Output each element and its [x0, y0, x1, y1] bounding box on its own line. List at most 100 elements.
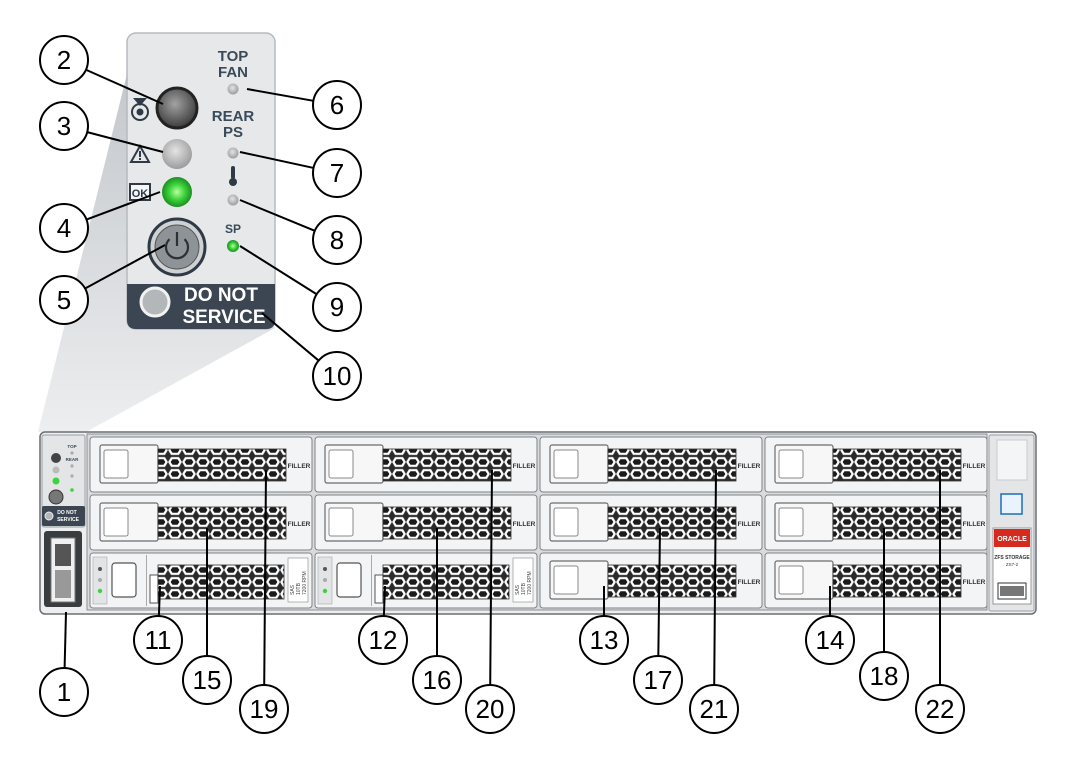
callout-leader-line [157, 585, 161, 617]
top-fan-label-2: FAN [218, 64, 248, 81]
callout-18: 18 [859, 651, 909, 701]
callout-leader-line [263, 469, 267, 686]
drive-bay[interactable]: FILLER [539, 552, 763, 609]
callout-number: 10 [323, 361, 352, 391]
temp-led [227, 194, 239, 206]
service-required-icon [129, 143, 151, 163]
thermometer-icon [229, 166, 237, 186]
callout-number: 1 [57, 677, 71, 707]
callout-number: 7 [330, 158, 344, 188]
callout-number: 19 [250, 694, 279, 724]
callout-number: 9 [330, 292, 344, 322]
callout-leaders [63, 68, 941, 686]
callout-number: 2 [57, 45, 71, 75]
filler-label: FILLER [963, 521, 986, 528]
filler-label: FILLER [513, 463, 536, 470]
callout-leader-line [239, 151, 314, 169]
callout-number: 5 [57, 285, 71, 315]
callout-14: 14 [805, 615, 855, 665]
drive-spec-label: 7200 RPM [527, 571, 533, 595]
callout-number: 4 [57, 213, 71, 243]
drive-spec-label: SAS [515, 584, 521, 595]
callout-number: 14 [816, 625, 845, 655]
filler-label: FILLER [963, 463, 986, 470]
callout-number: 21 [700, 694, 729, 724]
sp-label: SP [225, 222, 241, 236]
callout-7: 7 [312, 148, 362, 198]
callout-number: 20 [476, 694, 505, 724]
service-led [162, 139, 192, 169]
power-button[interactable] [147, 217, 207, 277]
callout-1: 1 [39, 667, 89, 717]
filler-label: FILLER [738, 521, 761, 528]
callout-leader-line [489, 469, 493, 686]
model-label-1: ZFS STORAGE [994, 555, 1030, 561]
filler-label: FILLER [513, 521, 536, 528]
drive-spec-label: 10TB [296, 582, 302, 595]
filler-label: FILLER [288, 463, 311, 470]
mini-rear-ps-label: REAR [66, 457, 80, 462]
callout-number: 17 [644, 665, 673, 695]
top-fan-label-1: TOP [218, 48, 249, 65]
callout-number: 6 [330, 90, 344, 120]
filler-label: FILLER [288, 521, 311, 528]
rear-ps-label-2: PS [223, 124, 243, 141]
zoomed-control-panel: OK TOP FAN REAR PS SP DO NOT SERVICE [126, 32, 276, 330]
callout-number: 8 [330, 225, 344, 255]
drive-bay[interactable]: FILLER [764, 552, 988, 609]
drive-bay[interactable]: FILLER [539, 436, 763, 493]
callout-12: 12 [358, 615, 408, 665]
callout-5: 5 [39, 275, 89, 325]
callout-number: 12 [369, 625, 398, 655]
callout-leader-line [86, 131, 164, 153]
callout-leader-line [382, 585, 386, 617]
drive-bay[interactable]: FILLER [314, 494, 538, 551]
drive-bay[interactable]: FILLER [314, 436, 538, 493]
drive-bay[interactable]: FILLER [89, 494, 313, 551]
filler-label: FILLER [738, 579, 761, 586]
callout-leader-line [239, 199, 316, 232]
callout-leader-line [246, 88, 314, 102]
callout-3: 3 [39, 101, 89, 151]
drive-spec-label: 10TB [521, 582, 527, 595]
callout-number: 18 [870, 661, 899, 691]
do-not-service-led [139, 286, 171, 318]
oracle-badge [994, 529, 1030, 547]
callout-11: 11 [133, 615, 183, 665]
drive-spec-label: 7200 RPM [302, 571, 308, 595]
callout-9: 9 [312, 282, 362, 332]
mini-top-fan-label: TOP [67, 444, 76, 449]
drive-bay[interactable]: FILLER [764, 436, 988, 493]
drive-bay[interactable]: FILLER [539, 494, 763, 551]
callout-leader-line [86, 191, 161, 221]
model-label-2: ZS7-2 [1006, 562, 1019, 567]
callout-17: 17 [633, 655, 683, 705]
filler-label: FILLER [963, 579, 986, 586]
callout-number: 13 [590, 625, 619, 655]
callout-number: 22 [926, 694, 955, 724]
callout-leader-line [713, 469, 717, 686]
callout-16: 16 [412, 655, 462, 705]
rear-ps-label-1: REAR [212, 108, 255, 125]
drive-spec-label: SAS [290, 584, 296, 595]
callout-20: 20 [465, 684, 515, 734]
server-chassis: TOP REAR DO NOT SERVICE ORACLE ZFS STORA… [39, 431, 1037, 615]
callout-leader-line [261, 312, 320, 362]
callout-leader-line [657, 527, 661, 657]
callout-15: 15 [182, 655, 232, 705]
callout-10: 10 [312, 351, 362, 401]
callout-leader-line [85, 68, 164, 105]
callout-4: 4 [39, 203, 89, 253]
do-not-service-label-2: SERVICE [182, 307, 265, 328]
mini-do-not-service-2: SERVICE [57, 517, 80, 523]
callout-leader-line [239, 245, 318, 296]
drive-bay[interactable]: FILLER [764, 494, 988, 551]
locator-button[interactable] [155, 86, 199, 130]
callout-leader-line [63, 611, 67, 669]
drive-bay[interactable]: FILLER [89, 436, 313, 493]
left-ear-panel: TOP REAR DO NOT SERVICE [41, 434, 86, 607]
filler-label: FILLER [738, 463, 761, 470]
